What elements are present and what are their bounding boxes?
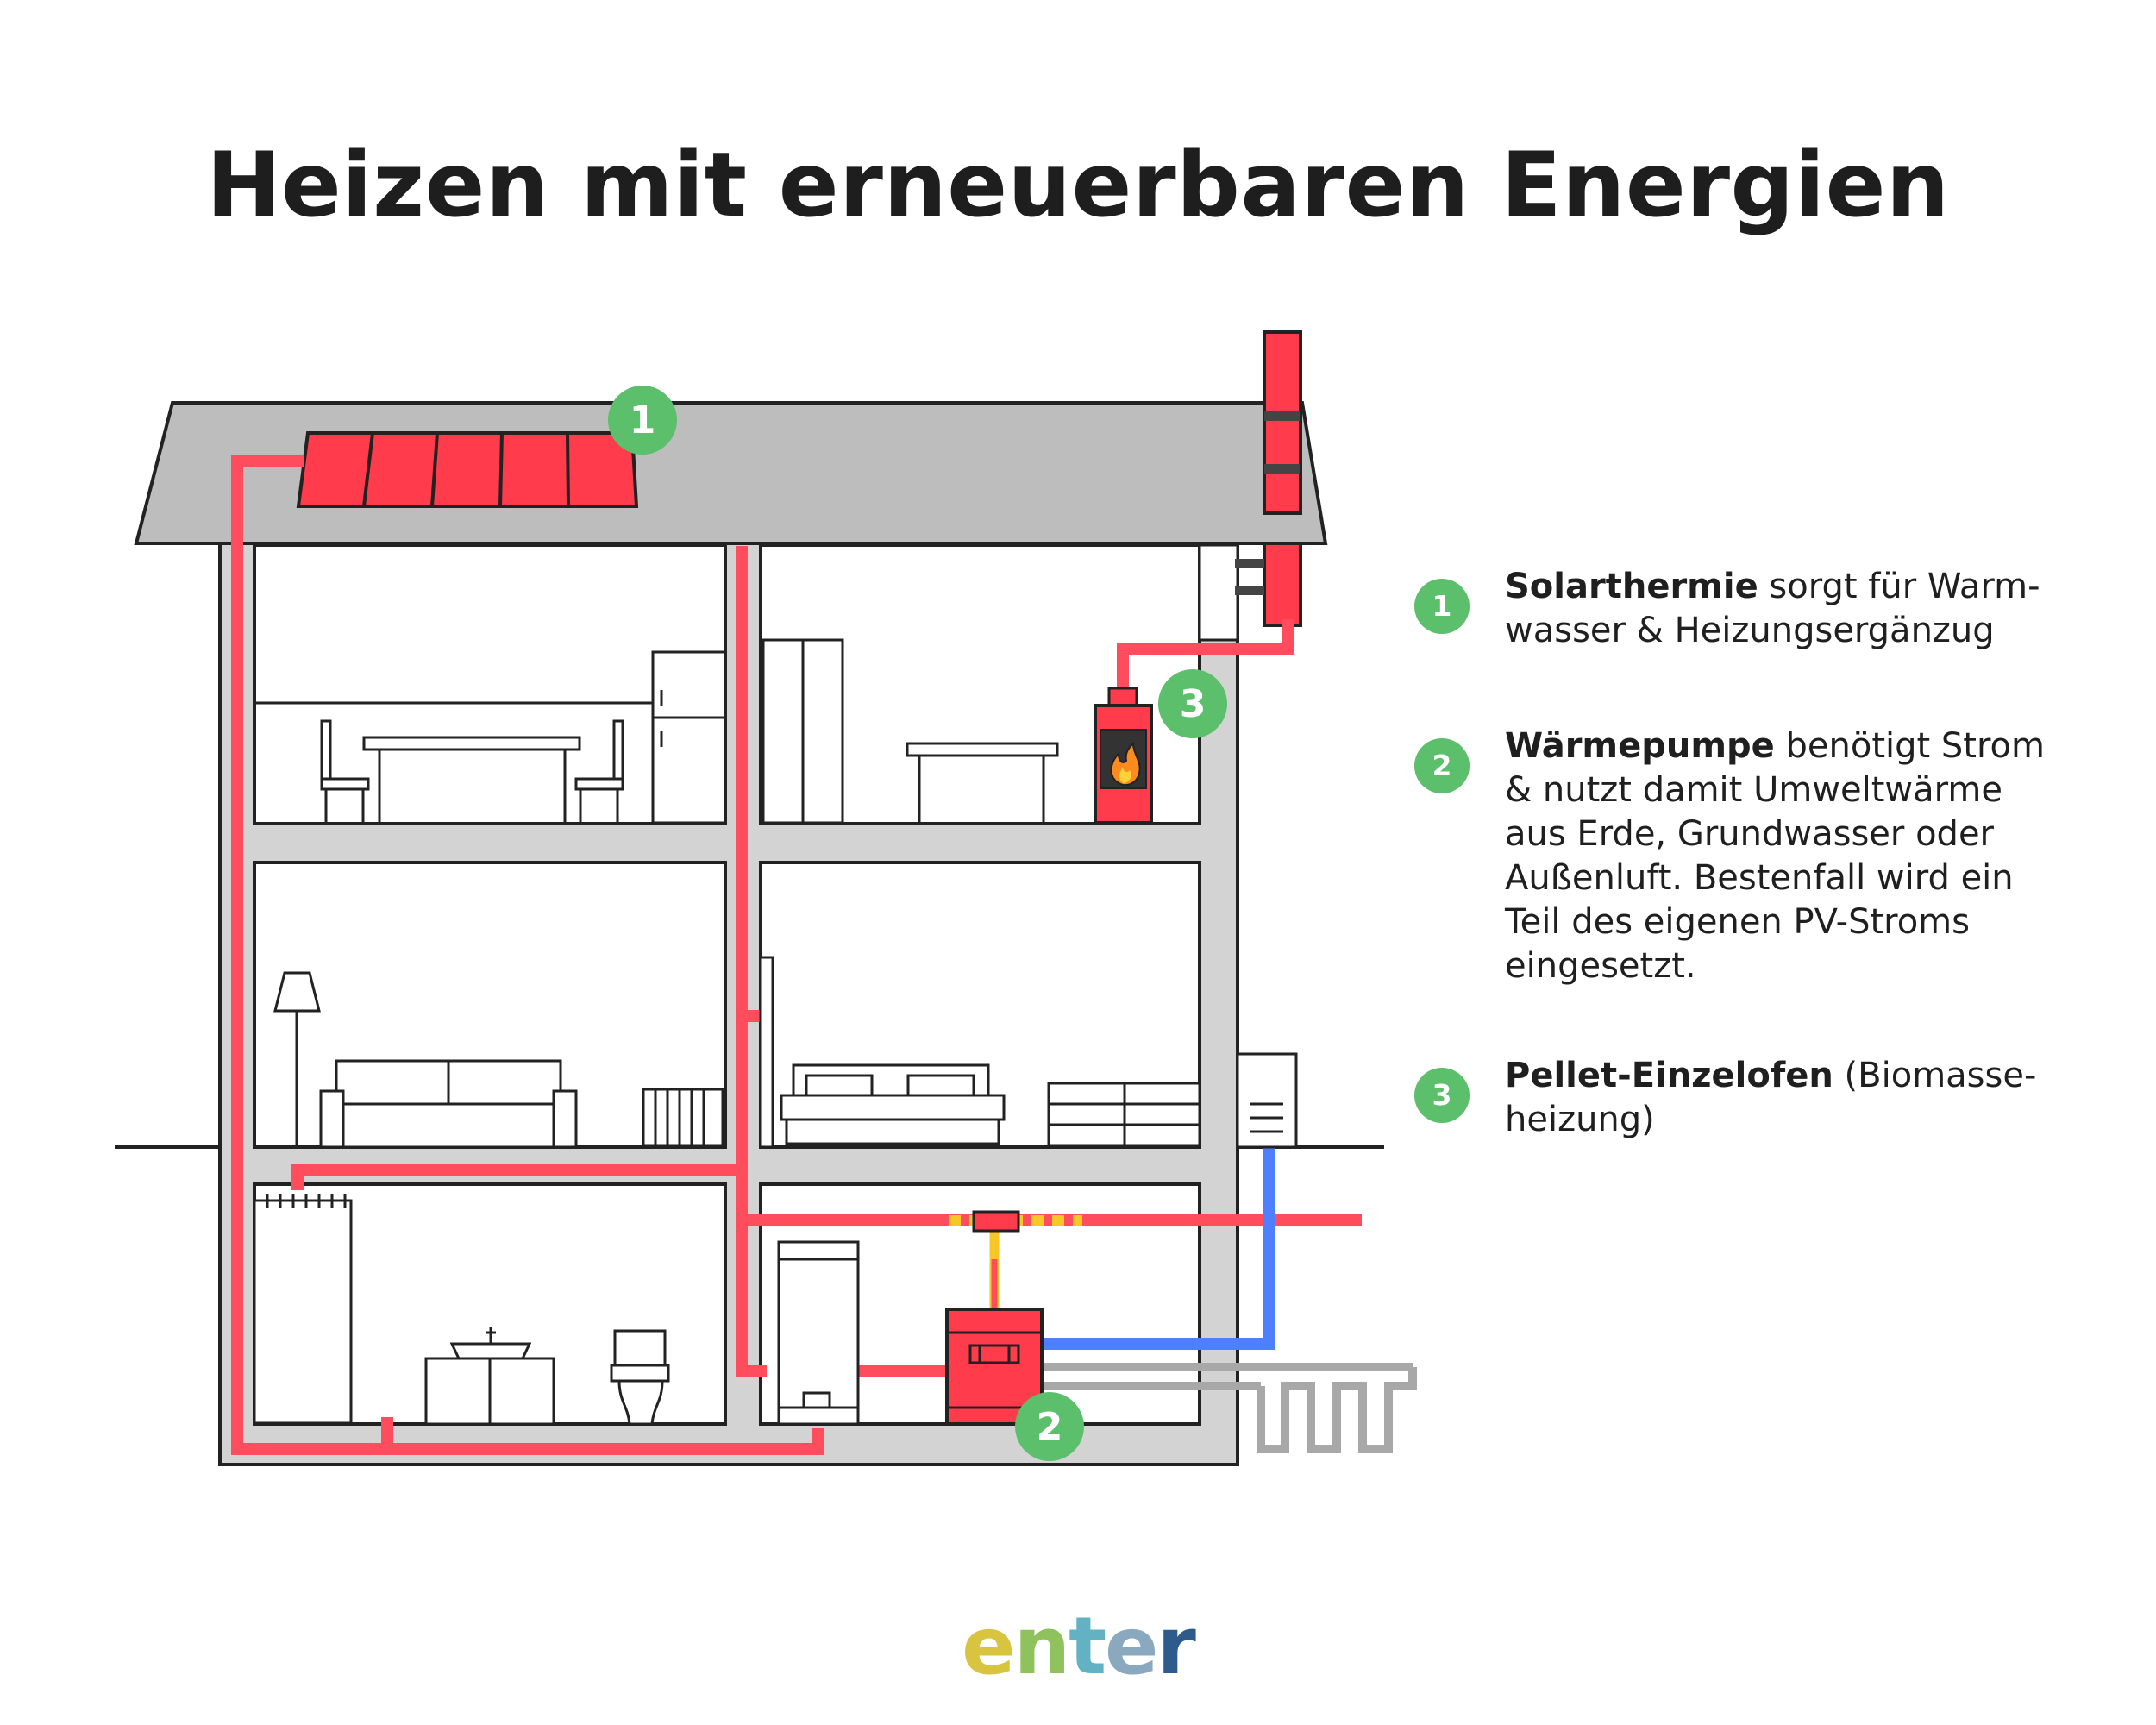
ground-collector [1042,1363,1417,1453]
solar-thermal-collector [296,431,639,508]
legend-text-3: Pellet-Einzelofen (Biomasse-heizung) [1505,1054,2109,1142]
bathroom-furniture [253,1194,670,1426]
hot-water-storage [777,1240,860,1426]
marker-solar-label: 1 [630,398,656,442]
bedroom-furniture [759,956,1201,1149]
marker-solar: 1 [608,386,677,455]
kitchen-furniture [761,638,1059,825]
marker-pellet-stove: 3 [1158,669,1227,738]
living-furniture [273,971,724,1149]
page-title: Heizen mit erneuerbaren Energien [206,134,1950,237]
logo-letter-5: r [1156,1600,1195,1692]
logo-letter-3: t [1069,1600,1106,1692]
room-dining [253,543,727,825]
legend-badge-3: 3 [1414,1068,1470,1123]
flame-icon [1110,741,1141,787]
legend-title-1: Solarthermie [1505,567,1758,606]
dining-furniture [254,650,727,825]
marker-pellet-stove-label: 3 [1180,682,1206,726]
enter-logo: enter [0,1600,2156,1692]
marker-heat-pump: 2 [1015,1392,1084,1461]
outdoor-unit [1236,1052,1298,1149]
logo-letter-2: n [1013,1600,1070,1692]
logo-letter-1: e [962,1600,1015,1692]
legend-badge-2: 2 [1414,738,1470,794]
chimney [1235,330,1302,627]
pellet-stove [1094,687,1153,825]
legend-body-3: (Biomasse-heizung) [1505,1056,2037,1139]
legend-text-2: Wärmepumpe benötigt Strom& nutzt damit U… [1505,724,2109,988]
groundwater-pipe [1042,1147,1275,1350]
manifold [949,1210,1082,1309]
legend-text-1: Solarthermie sorgt für Warm-wasser & Hei… [1505,565,2109,653]
legend-body-1: sorgt für Warm-wasser & Heizungsergänzug [1505,567,2040,650]
legend-title-2: Wärmepumpe [1505,726,1775,766]
marker-heat-pump-label: 2 [1037,1405,1063,1449]
heating-pipes [231,455,1362,1455]
legend-badge-1: 1 [1414,579,1470,634]
logo-letter-4: e [1105,1600,1158,1692]
legend-title-3: Pellet-Einzelofen [1505,1056,1833,1095]
